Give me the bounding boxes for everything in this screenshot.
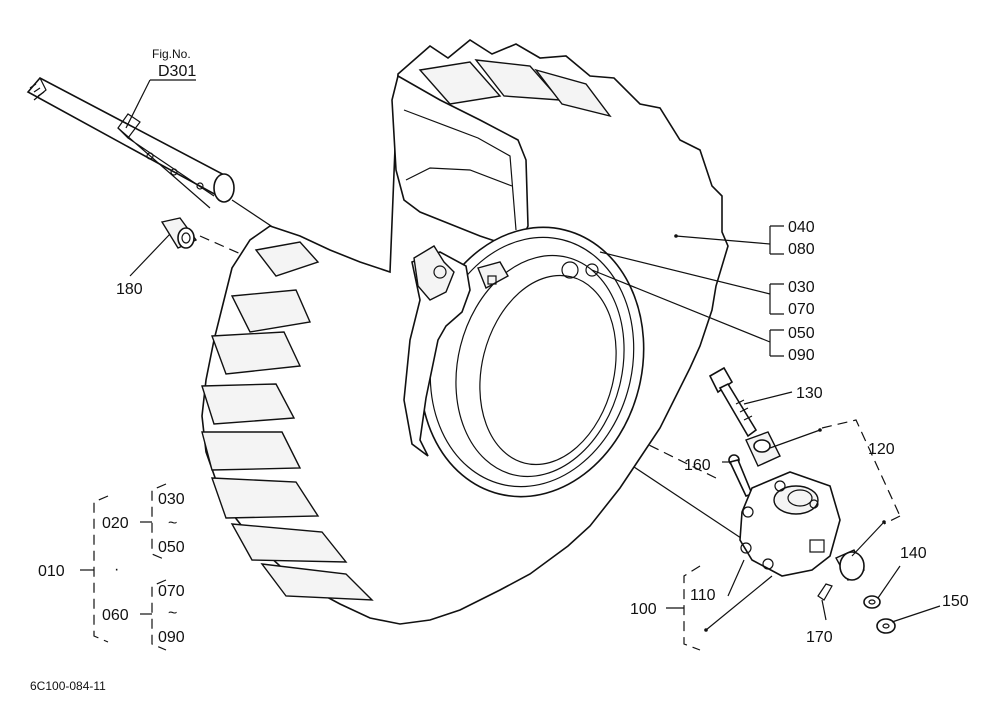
tree-group-020[interactable]: 020 bbox=[102, 515, 129, 532]
axle-shaft bbox=[26, 76, 235, 209]
tree-root-010[interactable]: 010 bbox=[38, 563, 65, 580]
callout-130[interactable]: 130 bbox=[796, 385, 823, 402]
callout-090[interactable]: 090 bbox=[788, 347, 815, 364]
callout-160[interactable]: 160 bbox=[684, 457, 711, 474]
fig-no-value[interactable]: D301 bbox=[158, 63, 196, 80]
spring-washer-part bbox=[863, 595, 881, 609]
callout-150[interactable]: 150 bbox=[942, 593, 969, 610]
hub-cap-part bbox=[835, 549, 865, 581]
tree-group-060-tilde: ~ bbox=[168, 605, 177, 622]
callout-050[interactable]: 050 bbox=[788, 325, 815, 342]
split-pin-part bbox=[817, 583, 833, 601]
callout-080[interactable]: 080 bbox=[788, 241, 815, 258]
assembly-tree-lines bbox=[80, 483, 167, 651]
callout-110[interactable]: 110 bbox=[690, 587, 716, 604]
tapered-nut-part bbox=[745, 431, 781, 467]
callout-070[interactable]: 070 bbox=[788, 301, 815, 318]
tree-group-020-to[interactable]: 050 bbox=[158, 539, 185, 556]
leader-lines bbox=[125, 79, 941, 651]
bolt-part bbox=[708, 366, 758, 438]
hex-nut-part bbox=[876, 618, 896, 634]
tree-group-020-tilde: ~ bbox=[168, 515, 177, 532]
callout-120[interactable]: 120 bbox=[868, 441, 895, 458]
tree-group-060[interactable]: 060 bbox=[102, 607, 129, 624]
hub-part bbox=[739, 471, 841, 577]
tree-group-060-to[interactable]: 090 bbox=[158, 629, 185, 646]
callout-040[interactable]: 040 bbox=[788, 219, 815, 236]
tree-group-060-from[interactable]: 070 bbox=[158, 583, 185, 600]
drawing-code: 6C100-084-11 bbox=[30, 679, 106, 693]
callout-170[interactable]: 170 bbox=[806, 629, 833, 646]
tree-dot: · bbox=[114, 561, 119, 578]
tree-group-020-from[interactable]: 030 bbox=[158, 491, 185, 508]
rim-part bbox=[403, 226, 645, 498]
fig-no-label: Fig.No. bbox=[152, 47, 191, 61]
callout-180[interactable]: 180 bbox=[116, 281, 143, 298]
collar-part bbox=[160, 217, 198, 249]
callout-030[interactable]: 030 bbox=[788, 279, 815, 296]
callout-100[interactable]: 100 bbox=[630, 601, 657, 618]
callout-140[interactable]: 140 bbox=[900, 545, 927, 562]
pin-part bbox=[728, 454, 754, 497]
